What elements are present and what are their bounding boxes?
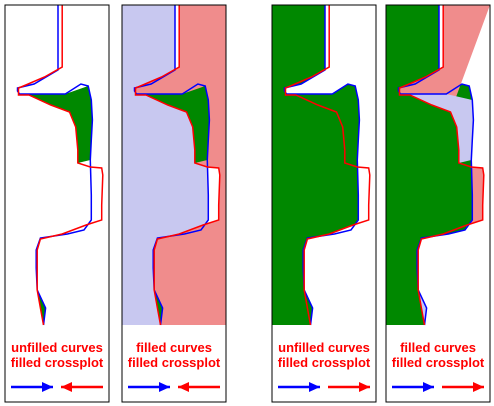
panel-4-red-fill-mid (465, 167, 484, 230)
panel-1-caption-line-1: unfilled curves (11, 340, 103, 355)
panel-1-arrow-blue-head (42, 382, 53, 392)
panel-2-caption-line-2: filled crossplot (127, 355, 221, 370)
panel-4-arrow-red-head (473, 382, 484, 392)
panel-1-blue-curve (16, 5, 94, 326)
panel-3-arrow-red-head (359, 382, 370, 392)
panel-4-caption-line-1: filled curves (400, 340, 476, 355)
panel-2-red-curve (134, 5, 221, 326)
panel-4-red-curve (398, 5, 485, 326)
panel-2-caption-line-1: filled curves (136, 340, 212, 355)
panel-4-track-border (385, 4, 491, 403)
panel-2-arrow-blue-head (159, 382, 170, 392)
panel-1-track-bg (5, 5, 109, 325)
panel-1-crossplot-fill-upper (17, 85, 93, 163)
panel-3-arrow-blue-head (309, 382, 320, 392)
panel-2-track-border (121, 4, 227, 403)
panel-1-red-curve (17, 5, 104, 326)
panel-3-blue-curve (283, 5, 361, 326)
panel-1-arrow-red-head (61, 382, 72, 392)
panel-4-arrow-blue-head (423, 382, 434, 392)
panel-1-caption-line-2: filled crossplot (10, 355, 104, 370)
panel-1-track-border (4, 4, 110, 403)
panel-3-gap (329, 167, 370, 234)
panel-4-red-fill-top (399, 5, 490, 112)
panel-4-blue-fill-mid (399, 94, 474, 163)
panel-3-track-border (271, 4, 377, 403)
panel-3-caption-line-1: unfilled curves (278, 340, 370, 355)
panel-3-caption-line-2: filled crossplot (277, 355, 371, 370)
panel-2-arrow-red-head (178, 382, 189, 392)
panel-4-caption-line-2: filled crossplot (391, 355, 485, 370)
panel-2-crossplot-fill-upper (134, 85, 210, 163)
panel-2-blue-curve (133, 5, 211, 326)
panel-4-blue-curve (397, 5, 475, 326)
panel-3-red-curve (284, 5, 371, 326)
